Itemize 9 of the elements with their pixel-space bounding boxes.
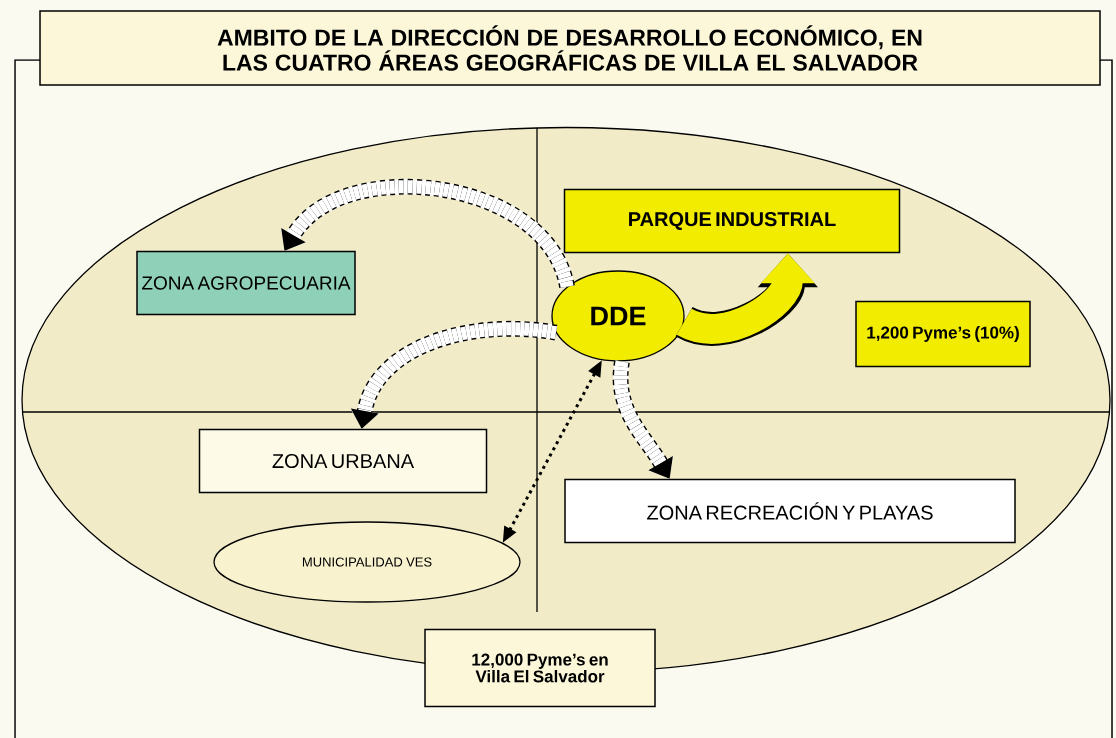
text-box: 12,000 Pyme’s en Villa El Salvador: [424, 628, 656, 708]
title-box: AMBITO DE LA DIRECCIÓN DE DESARROLLO ECONÓMICO, EN LAS CUATRO ÁREAS GEOGRÁFICAS DE VILLA EL SALVADOR: [39, 10, 1101, 86]
text-box: ZONA URBANA: [198, 428, 488, 494]
text-box: ZONA RECREACIÓN Y PLAYAS: [564, 478, 1016, 544]
block-arrow: [612, 360, 674, 479]
text-box: ZONA AGROPECUARIA: [136, 250, 356, 316]
ellipse-node: DDE: [551, 270, 685, 362]
ellipse-node: MUNICIPALIDAD VES: [213, 521, 521, 603]
text-box: 1,200 Pyme’s (10%): [855, 300, 1031, 368]
